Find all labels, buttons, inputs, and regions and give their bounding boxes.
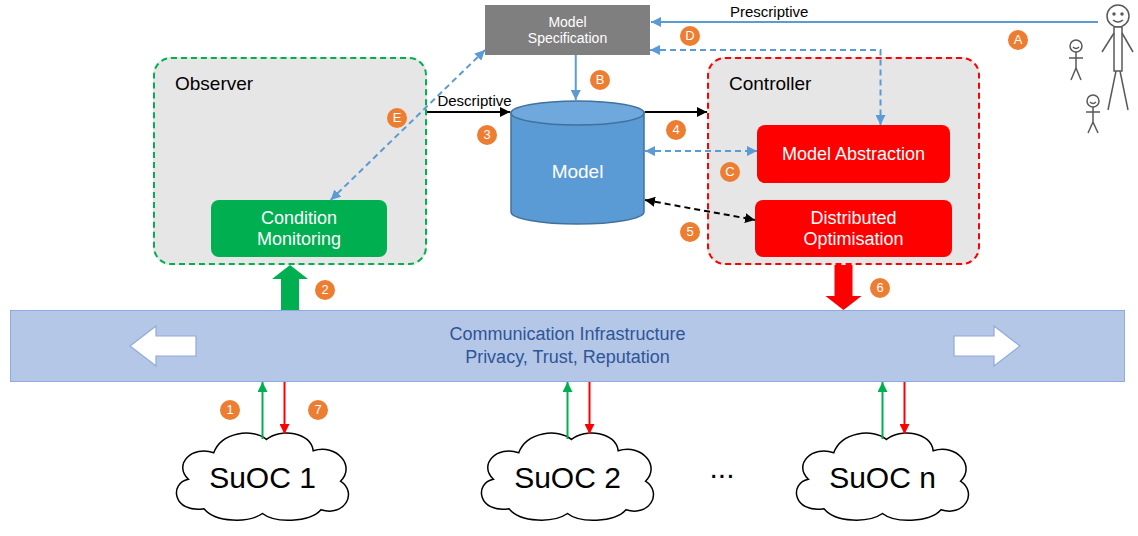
cloud-outline [481,433,653,520]
suoc-cloud: SuOC n [785,428,980,523]
connector-arrow [645,200,755,220]
callout-number: A [1008,30,1028,50]
cloud-outline [176,433,348,520]
label-holder: 1 [220,400,240,420]
band-arrow-left [130,326,196,366]
label-holder: 3 [477,125,497,145]
connector-arrow [284,382,286,434]
label-holder: 7 [308,400,328,420]
callout-number: D [680,26,700,46]
callout-number: 4 [666,120,686,140]
band-arrow-right [954,326,1020,366]
block-arrow [826,265,862,310]
callout-number: B [590,70,610,90]
label-holder: D [680,26,700,46]
callout-number: 7 [308,400,328,420]
cloud-outline [796,433,968,520]
connector-arrow [427,111,510,113]
connector-arrow [567,382,569,439]
label-holder: ... [709,451,734,485]
callout-number: 6 [870,278,890,298]
suoc-cloud: SuOC 2 [470,428,665,523]
connector-arrow [645,150,757,152]
block-arrow [272,265,308,310]
process-box: Distributed Optimisation [755,200,952,257]
label-holder: 6 [870,278,890,298]
callout-number: 1 [220,400,240,420]
label-holder: 4 [666,120,686,140]
connector-arrow [645,111,707,113]
edge-label-holder: Descriptive [437,92,511,109]
callout-number: 2 [315,280,335,300]
edge-label: Descriptive [437,92,511,109]
node-text: Model [552,161,604,183]
node-text: Communication Infrastructure [449,323,685,346]
node-text: Distributed Optimisation [763,208,944,249]
connector-arrow [650,50,881,125]
node-text: SuOC 1 [209,461,316,495]
node-text: Controller [729,73,958,95]
label-holder: C [720,162,740,182]
callout-number: 5 [680,222,700,242]
label-holder: B [590,70,610,90]
callout-number: 3 [477,125,497,145]
controller-group: ControllerModel AbstractionDistributed O… [707,57,980,265]
connector-arrow [904,382,906,434]
connector-arrow [575,55,577,100]
node-text: Model Specification [513,14,623,46]
process-box: Condition Monitoring [211,200,387,257]
text-label: Prescriptive [730,3,808,20]
node-text: SuOC 2 [514,461,621,495]
cylinder-body [511,112,644,224]
cylinder-top [511,101,644,125]
node-text: Model Abstraction [782,144,925,165]
stakeholder-figures [1069,5,1133,133]
label-holder: A [1008,30,1028,50]
observer-group: ObserverCondition Monitoring [153,57,427,265]
model-specification-box: Model Specification [485,5,650,55]
label-holder: Prescriptive [730,3,808,20]
connector-arrow [589,382,591,434]
text-label: ... [709,451,734,485]
model-cylinder: Model [510,100,645,225]
process-box: Model Abstraction [757,125,950,183]
callout-number: C [720,162,740,182]
prescriptive-arrow [651,21,1098,23]
suoc-cloud: SuOC 1 [165,428,360,523]
label-holder: 5 [680,222,700,242]
connector-arrow [882,382,884,439]
label-holder: 2 [315,280,335,300]
node-text: Condition Monitoring [219,208,379,249]
label-holder: E [387,108,407,128]
connector-arrow [331,50,485,200]
node-subtext: Privacy, Trust, Reputation [465,346,670,369]
callout-number: E [387,108,407,128]
connector-arrow [262,382,264,439]
node-text: Observer [175,73,405,95]
node-text: SuOC n [829,461,936,495]
